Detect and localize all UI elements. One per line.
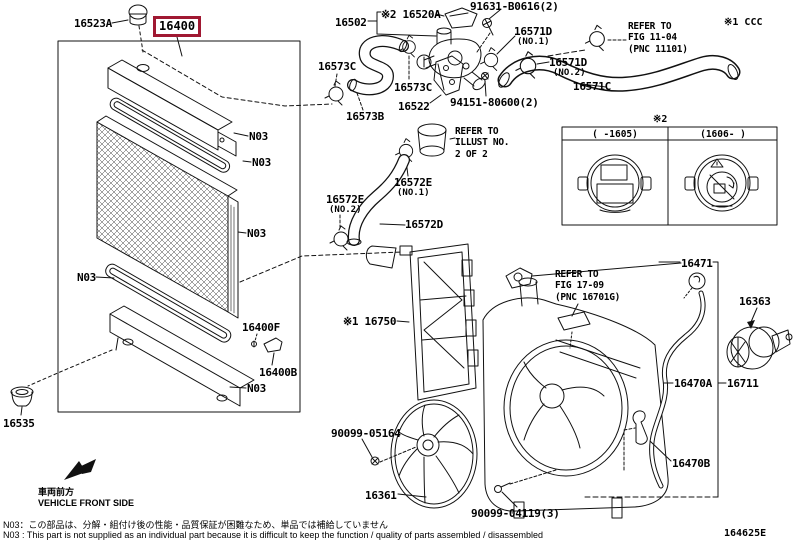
note-marker-1: ※1 CCC bbox=[724, 17, 763, 28]
part-label-90099-05164[interactable]: 90099-05164 bbox=[331, 427, 401, 440]
part-label-16571d-no2[interactable]: 16571D bbox=[549, 56, 587, 69]
part-label-16571d-no1[interactable]: 16571D bbox=[514, 25, 552, 38]
vehicle-front-arrow-icon bbox=[64, 459, 96, 480]
cap-table-header-right: (1606- ) bbox=[700, 129, 746, 140]
part-label-16573c-2[interactable]: 16573C bbox=[394, 81, 432, 94]
part-label-94151-80600[interactable]: 94151-80600(2) bbox=[450, 96, 539, 109]
part-sublabel-no1: (NO.1) bbox=[517, 37, 550, 47]
note-label-n03-2: N03 bbox=[252, 156, 271, 169]
part-label-16361[interactable]: 16361 bbox=[365, 489, 397, 502]
part-label-16502[interactable]: 16502 bbox=[335, 16, 367, 29]
part-label-16520a[interactable]: ※2 16520A bbox=[381, 8, 441, 21]
cap-table-header-left: ( -1605) bbox=[592, 129, 638, 140]
part-label-91631-b0616[interactable]: 91631-B0616(2) bbox=[470, 0, 559, 13]
vehicle-front-label-jp: 車両前方 bbox=[38, 487, 75, 497]
part-label-16470a[interactable]: 16470A bbox=[674, 377, 712, 390]
part-sublabel-no1b: (NO.1) bbox=[397, 188, 430, 198]
part-label-16400f[interactable]: 16400F bbox=[242, 321, 280, 334]
part-label-16572e-no1[interactable]: 16572E bbox=[394, 176, 432, 189]
note-label-n03-3: N03 bbox=[247, 227, 266, 240]
refer-fig-17-09: REFER TO FIG 17-09 (PNC 16701G) bbox=[555, 269, 621, 303]
part-label-16750[interactable]: ※1 16750 bbox=[343, 315, 397, 328]
part-label-16535[interactable]: 16535 bbox=[3, 417, 35, 430]
part-label-16400b[interactable]: 16400B bbox=[259, 366, 297, 379]
part-label-16363[interactable]: 16363 bbox=[739, 295, 771, 308]
part-label-16470b[interactable]: 16470B bbox=[672, 457, 710, 470]
part-label-16522[interactable]: 16522 bbox=[398, 100, 430, 113]
footnote-n03-en: N03 : This part is not supplied as an in… bbox=[3, 530, 543, 540]
part-label-16572e-no2[interactable]: 16572E bbox=[326, 193, 364, 206]
part-label-16573b[interactable]: 16573B bbox=[346, 110, 384, 123]
cap-table-marker: ※2 bbox=[653, 114, 668, 125]
note-label-n03-4: N03 bbox=[77, 271, 96, 284]
part-sublabel-no2: (NO.2) bbox=[553, 68, 586, 78]
part-label-16523a[interactable]: 16523A bbox=[74, 17, 112, 30]
refer-fig-11-04: REFER TO FIG 11-04 (PNC 11101) bbox=[628, 21, 688, 55]
part-label-16471[interactable]: 16471 bbox=[681, 257, 713, 270]
note-label-n03-1: N03 bbox=[249, 130, 268, 143]
part-label-90099-04119[interactable]: 90099-04119(3) bbox=[471, 507, 560, 520]
part-label-16711[interactable]: 16711 bbox=[727, 377, 759, 390]
footnote-n03-jp: N03：この部品は、分解・組付け後の性能・品質保証が困難なため、単品では補給して… bbox=[3, 520, 388, 530]
note-label-n03-5: N03 bbox=[247, 382, 266, 395]
vehicle-front-label-en: VEHICLE FRONT SIDE bbox=[38, 498, 135, 508]
refer-illust-2of2: REFER TO ILLUST NO. 2 OF 2 bbox=[455, 126, 510, 160]
part-sublabel-no2b: (NO.2) bbox=[329, 205, 362, 215]
part-label-16571c[interactable]: 16571C bbox=[573, 80, 611, 93]
part-label-16572d[interactable]: 16572D bbox=[405, 218, 443, 231]
part-label-16573c-1[interactable]: 16573C bbox=[318, 60, 356, 73]
figure-code: 164625E bbox=[724, 528, 767, 539]
selected-part-highlight-16400[interactable]: 16400 bbox=[153, 16, 202, 37]
